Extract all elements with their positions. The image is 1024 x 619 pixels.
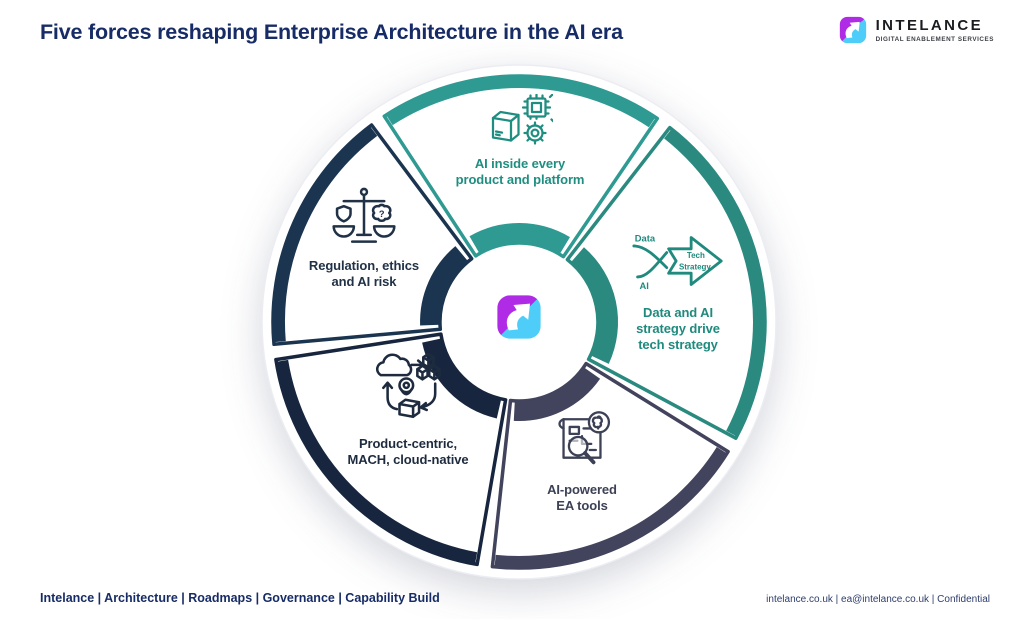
blueprint-magnifier-brain-icon — [549, 410, 615, 470]
segment-ai-powered-ea-tools: AI-powered EA tools — [504, 410, 660, 514]
brand-name: INTELANCE — [875, 17, 984, 34]
wheel-wedge-ai-inside-products — [382, 74, 660, 259]
svg-text:Tech: Tech — [687, 251, 705, 260]
wheel-segments — [271, 74, 767, 570]
segment-label: AI-powered EA tools — [547, 482, 617, 513]
page-title: Five forces reshaping Enterprise Archite… — [40, 20, 623, 44]
package-chip-gear-icon — [487, 94, 553, 148]
svg-text:Data: Data — [635, 232, 656, 243]
segment-label: Regulation, ethics and AI risk — [308, 258, 420, 289]
footer-contact: intelance.co.uk | ea@intelance.co.uk | C… — [766, 594, 990, 605]
wheel-svg — [261, 64, 777, 580]
wheel-wedge-ai-powered-ea-tools — [490, 361, 730, 570]
intelance-logo-icon — [839, 16, 867, 44]
segment-ai-inside-products: AI inside every product and platform — [409, 94, 631, 188]
merge-arrow-icon: Data AI Tech Strategy — [630, 230, 726, 292]
wheel-wedge-data-ai-strategy — [565, 125, 767, 440]
wheel-wedge-regulation-ethics-risk — [271, 123, 474, 347]
brand-logo: INTELANCE DIGITAL ENABLEMENT SERVICES — [839, 16, 994, 44]
cloud-cubes-pin-box-icon — [370, 353, 446, 421]
scale-shield-brain-icon: ? — [331, 186, 397, 250]
wheel-center-logo-icon — [496, 294, 542, 340]
five-forces-wheel: AI inside every product and platform Dat… — [249, 56, 789, 596]
footer-services: Intelance | Architecture | Roadmaps | Go… — [40, 591, 440, 605]
segment-label: AI inside every product and platform — [455, 156, 585, 187]
svg-text:AI: AI — [639, 280, 648, 291]
segment-regulation-ethics-risk: ? Regulation, ethics and AI risk — [271, 186, 457, 290]
svg-text:Strategy: Strategy — [679, 262, 711, 271]
segment-label: Product-centric, MACH, cloud-native — [347, 436, 469, 467]
segment-label: Data and AI strategy drive tech strategy — [636, 305, 720, 352]
segment-data-ai-strategy: Data AI Tech Strategy Data and AI strate… — [600, 230, 756, 353]
wheel-wedge-product-centric-mach — [274, 332, 508, 567]
segment-product-centric-mach: Product-centric, MACH, cloud-native — [300, 353, 516, 468]
svg-text:?: ? — [379, 209, 385, 219]
brand-tagline: DIGITAL ENABLEMENT SERVICES — [875, 36, 994, 43]
